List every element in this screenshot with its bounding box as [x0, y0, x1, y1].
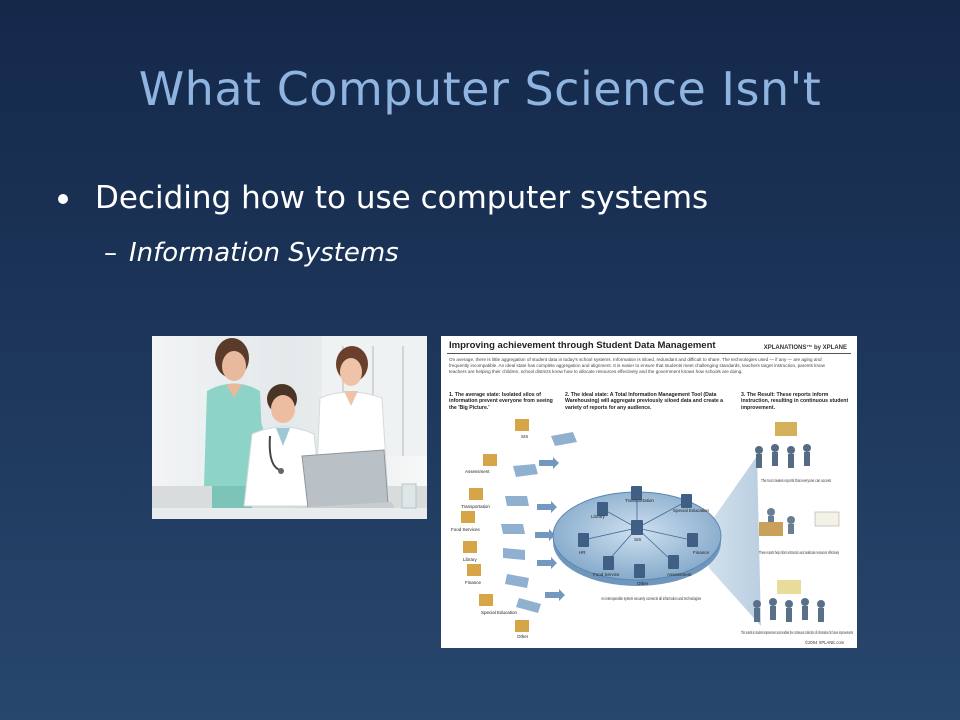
step-1: 1. The average state: Isolated silos of … [449, 392, 553, 411]
hub-node-sis: SIS [634, 537, 641, 542]
reports-note: The tool creates reports that everyone c… [761, 478, 831, 483]
silo-label-sis: SIS [521, 434, 528, 439]
silo-label-transportation: Transportation [461, 504, 490, 509]
step-2: 2. The ideal state: A Total Information … [565, 392, 724, 411]
hub-node-finance: Finance [693, 550, 710, 555]
silo-column: SIS Assessment Transportation Food Servi… [451, 419, 577, 639]
silo-label-finance: Finance [465, 580, 482, 585]
silo-label-food-services: Food Services [451, 527, 481, 532]
sub-bullet-dash: – [104, 238, 117, 268]
silo-label-special-education: Special Education [481, 610, 518, 615]
hub-node-transportation: Transportation [625, 498, 654, 503]
instruction-note: These reports help inform instruction an… [759, 550, 840, 555]
step-1-text: The average state: Isolated silos of inf… [449, 392, 553, 411]
sub-bullet-item: – Information Systems [104, 238, 399, 268]
slide-title: What Computer Science Isn't [138, 62, 822, 116]
silo-label-assessment: Assessment [465, 469, 490, 474]
bullet-dot [58, 194, 68, 204]
hub-node-special-education: Special Education [673, 508, 710, 513]
step-1-number: 1 [449, 392, 452, 398]
medical-staff-photo [152, 336, 427, 519]
security-note: An interoperable system securely connect… [601, 596, 701, 601]
sub-bullet-text: Information Systems [129, 238, 399, 268]
step-3-number: 3 [741, 392, 744, 398]
hub-node-hr: HR [579, 550, 586, 555]
infographic-divider [447, 353, 851, 354]
xplane-logo: XPLANATIONS™ by XPLANE [763, 345, 847, 351]
silo-label-library: Library [463, 557, 478, 562]
copyright: ©2004 XPLANE.com [805, 640, 845, 645]
hub-node-other: Other [637, 581, 649, 586]
bullet-item: Deciding how to use computer systems [58, 180, 708, 216]
server-icons [578, 486, 698, 578]
step-3: 3. The Result: These reports inform inst… [741, 392, 849, 411]
step-2-text: The ideal state: A Total Information Man… [565, 392, 724, 411]
result-note: This results in student improvement and … [741, 630, 853, 635]
silo-label-other: Other [517, 634, 529, 639]
results-column: The tool creates reports that everyone c… [741, 422, 853, 645]
hub-node-library: Library [591, 514, 606, 519]
bullet-text: Deciding how to use computer systems [95, 180, 709, 216]
hub-node-food-service: Food Service [593, 572, 620, 577]
data-management-infographic: Improving achievement through Student Da… [441, 336, 857, 648]
infographic-title: Improving achievement through Student Da… [449, 340, 716, 351]
infographic-intro: On average, there is little aggregation … [449, 357, 825, 374]
hub-node-assessment: Assessment [667, 572, 692, 577]
step-2-number: 2 [565, 392, 568, 398]
step-3-text: The Result: These reports inform instruc… [741, 392, 849, 411]
infographic-diagram: SIS Assessment Transportation Food Servi… [451, 419, 853, 645]
